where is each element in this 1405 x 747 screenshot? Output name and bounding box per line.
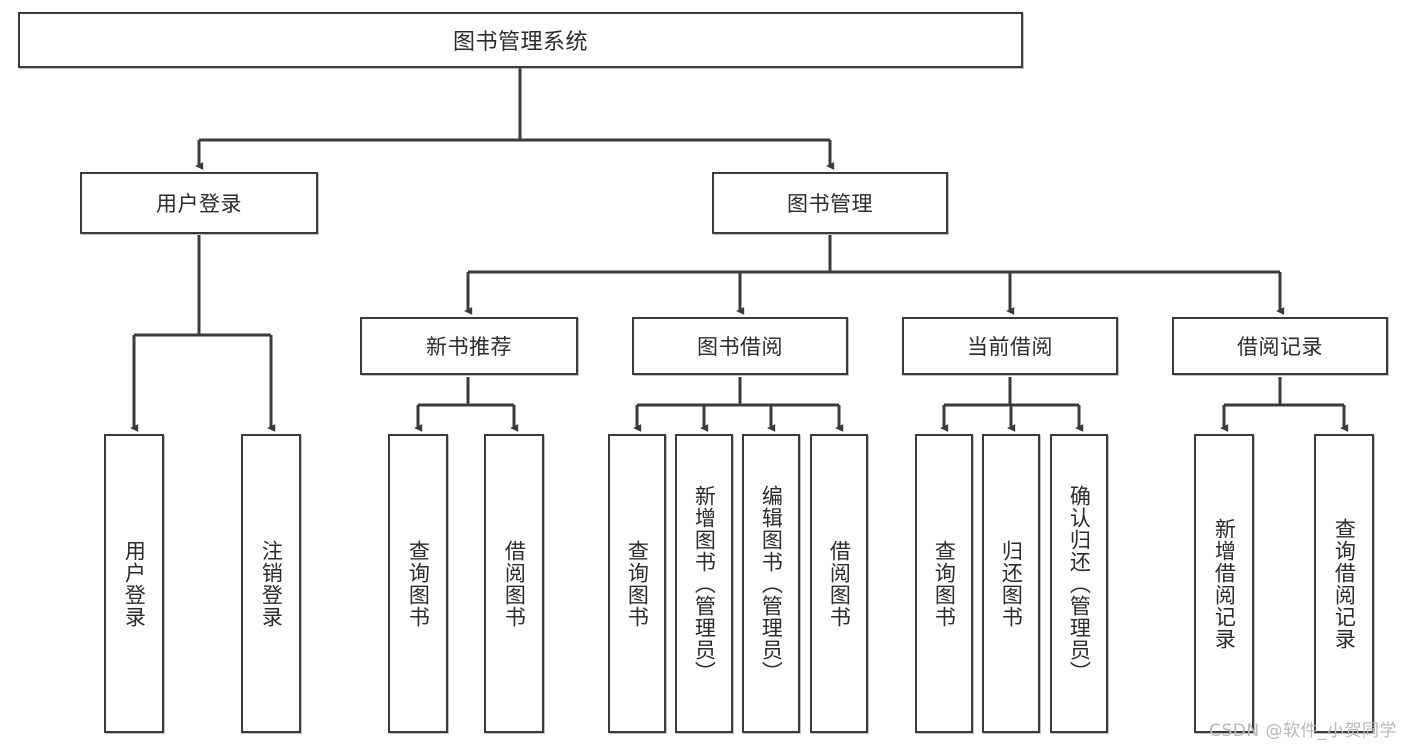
leaf-borrow-record-0[interactable]: 新增借阅记录 <box>1194 434 1254 733</box>
node-label: 图书借阅 <box>697 335 783 359</box>
node-label: 借阅记录 <box>1237 335 1323 359</box>
node-label: 注销登录 <box>259 539 284 628</box>
leaf-book-borrow-1[interactable]: 新增图书（管理员） <box>675 434 733 733</box>
node-label: 图书管理系统 <box>452 30 588 55</box>
leaf-current-borrow-1[interactable]: 归还图书 <box>982 434 1040 733</box>
node-label: 编辑图书（管理员） <box>759 484 784 683</box>
node-label: 新增借阅记录 <box>1212 517 1237 650</box>
node-label: 借阅图书 <box>827 539 852 628</box>
node-book-borrow[interactable]: 图书借阅 <box>632 317 848 375</box>
node-root-system[interactable]: 图书管理系统 <box>18 12 1023 68</box>
leaf-user-login-1[interactable]: 注销登录 <box>241 434 301 733</box>
leaf-book-borrow-3[interactable]: 借阅图书 <box>810 434 868 733</box>
node-label: 新书推荐 <box>426 335 512 359</box>
node-label: 图书管理 <box>787 192 873 216</box>
node-label: 借阅图书 <box>502 539 527 628</box>
leaf-new-book-rec-0[interactable]: 查询图书 <box>388 434 448 733</box>
node-new-book-recommendation[interactable]: 新书推荐 <box>360 317 578 375</box>
node-label: 用户登录 <box>156 192 242 216</box>
node-borrow-record[interactable]: 借阅记录 <box>1172 317 1388 375</box>
leaf-borrow-record-1[interactable]: 查询借阅记录 <box>1314 434 1374 733</box>
leaf-current-borrow-2[interactable]: 确认归还（管理员） <box>1050 434 1108 733</box>
leaf-book-borrow-0[interactable]: 查询图书 <box>608 434 666 733</box>
watermark: CSDN @软件_小贺同学 <box>1209 721 1397 741</box>
node-label: 用户登录 <box>122 539 147 628</box>
node-label: 查询图书 <box>932 539 957 628</box>
node-label: 查询图书 <box>406 539 431 628</box>
node-label: 新增图书（管理员） <box>692 484 717 683</box>
node-current-borrow[interactable]: 当前借阅 <box>902 317 1118 375</box>
leaf-current-borrow-0[interactable]: 查询图书 <box>915 434 973 733</box>
node-label: 查询借阅记录 <box>1332 517 1357 650</box>
leaf-book-borrow-2[interactable]: 编辑图书（管理员） <box>742 434 800 733</box>
leaf-user-login-0[interactable]: 用户登录 <box>104 434 164 733</box>
node-label: 归还图书 <box>999 539 1024 628</box>
node-book-management[interactable]: 图书管理 <box>712 172 948 234</box>
node-user-login[interactable]: 用户登录 <box>80 172 318 234</box>
leaf-new-book-rec-1[interactable]: 借阅图书 <box>484 434 544 733</box>
node-label: 确认归还（管理员） <box>1067 484 1092 683</box>
node-label: 查询图书 <box>625 539 650 628</box>
node-label: 当前借阅 <box>967 335 1053 359</box>
